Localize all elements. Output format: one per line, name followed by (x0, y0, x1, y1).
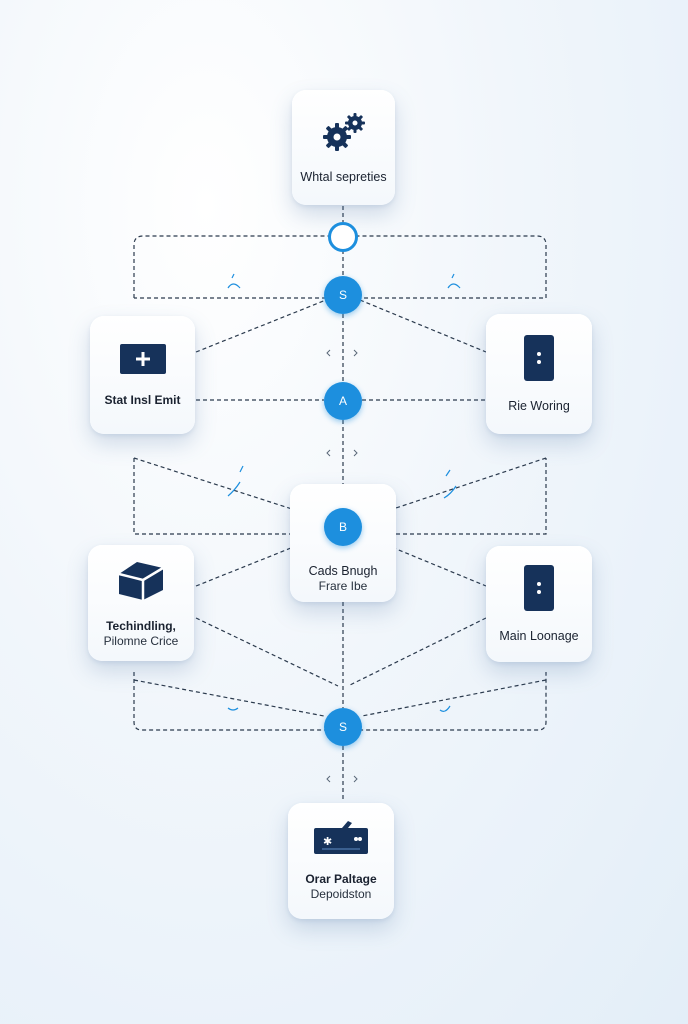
node-label-top: Whtal sepreties (300, 169, 387, 184)
node-label-center-2: Frare Ibe (318, 579, 368, 593)
node-label-bottom-2: Depoidston (310, 886, 372, 901)
junction-node-a[interactable]: A (324, 382, 362, 420)
node-card-right-2[interactable]: Main Loonage (486, 546, 592, 662)
cube-icon (115, 558, 167, 607)
node-label-left-1: Stat Insl Emit (104, 393, 181, 407)
node-card-right-1[interactable]: Rie Woring (486, 314, 592, 434)
node-card-top[interactable]: Whtal sepreties (292, 90, 395, 205)
node-label-left-2b: Pilomne Crice (103, 633, 179, 648)
node-label-left-2a: Techindling, (106, 618, 176, 633)
phone-device-icon (522, 564, 556, 617)
card-reader-icon: ✱ (312, 820, 370, 860)
phone-device-icon (522, 334, 556, 387)
bracket-top (133, 235, 547, 299)
junction-ring-top[interactable] (328, 222, 358, 252)
bracket-middle (133, 458, 547, 535)
node-label-right-1: Rie Woring (508, 399, 570, 413)
junction-node-b[interactable]: B (324, 508, 362, 546)
node-label-center-1: Cads Bnugh (308, 564, 378, 578)
node-card-left-1[interactable]: Stat Insl Emit (90, 316, 195, 434)
node-card-bottom[interactable]: ✱ Orar Paltage Depoidston (288, 803, 394, 919)
node-label-bottom-1: Orar Paltage (305, 871, 377, 886)
plus-box-icon (119, 342, 167, 381)
junction-node-s-top[interactable]: S (324, 276, 362, 314)
node-card-left-2[interactable]: Techindling, Pilomne Crice (88, 545, 194, 661)
svg-text:✱: ✱ (323, 835, 332, 848)
gears-icon (320, 111, 368, 158)
node-label-right-2: Main Loonage (499, 629, 579, 643)
junction-node-s-bottom[interactable]: S (324, 708, 362, 746)
